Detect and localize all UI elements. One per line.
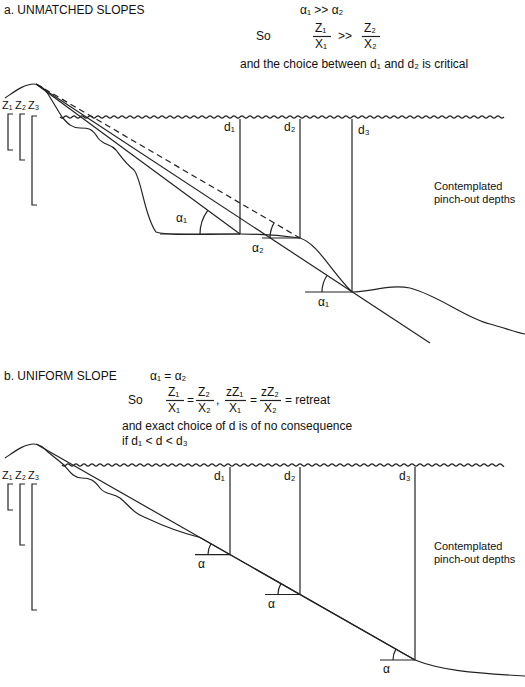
height-bracket [32, 484, 37, 610]
height-bracket [8, 114, 13, 150]
fraction-denominator: X₁ [168, 402, 180, 414]
note-text: if d₁ < d < d₃ [122, 435, 188, 447]
depth-line [414, 467, 415, 660]
depth-label: d₃ [358, 124, 370, 136]
depth-line [299, 467, 300, 595]
angle-arc [393, 649, 396, 660]
fraction-bar [196, 400, 214, 401]
fraction-numerator: Z₂ [198, 386, 210, 398]
fraction-numerator: zZ₂ [261, 386, 279, 398]
fraction-bar [260, 400, 281, 401]
height-label: Z₃ [28, 100, 39, 111]
note-text: So [128, 394, 143, 406]
angle-arc [208, 544, 211, 555]
slope-line [36, 84, 240, 234]
note-text: and the choice between d₁ and d₂ is crit… [240, 58, 468, 70]
fraction-numerator: Z₁ [315, 22, 326, 34]
relation-symbol: = retreat [285, 394, 330, 406]
fraction-bar [362, 36, 380, 37]
height-label: Z₁ [2, 100, 12, 111]
bottom-profile [5, 444, 525, 676]
fraction-bar [166, 400, 184, 401]
angle-arc [270, 223, 274, 238]
depth-line [351, 119, 352, 292]
slope-line [36, 84, 430, 343]
depth-label: d₁ [214, 470, 225, 482]
depth-label: d₃ [399, 470, 411, 482]
fraction-numerator: Z₂ [364, 22, 376, 34]
depth-label: d₂ [284, 470, 295, 482]
fraction-denominator: X₂ [264, 402, 277, 414]
reference-line [305, 291, 352, 292]
relation-symbol: >> [338, 30, 352, 42]
height-bracket [20, 484, 25, 545]
angle-label: α [268, 598, 275, 610]
fraction-bar [313, 36, 331, 37]
height-label: Z₁ [2, 470, 12, 481]
water-surface [60, 116, 504, 118]
note-text: Contemplated pinch-out depths [434, 540, 520, 565]
height-label: Z₂ [15, 100, 26, 111]
angle-label: α₁ [176, 212, 187, 224]
bottom-profile [5, 84, 525, 334]
fraction-denominator: X₂ [364, 38, 377, 50]
slope-line [36, 84, 300, 238]
height-bracket [8, 484, 13, 510]
panel-heading: a. UNMATCHED SLOPES [4, 4, 144, 16]
note-text: So [256, 30, 271, 42]
angle-arc [200, 210, 208, 234]
relation-symbol: , [216, 394, 219, 406]
fraction-numerator: Z₁ [168, 386, 179, 398]
fraction-denominator: X₂ [198, 402, 211, 414]
slope-relation: α₁ = α₂ [150, 370, 186, 382]
angle-arc [278, 584, 281, 595]
height-bracket [20, 114, 25, 160]
reference-line [265, 594, 300, 595]
angle-arc [322, 276, 327, 293]
depth-line [299, 119, 300, 238]
fraction-denominator: X₁ [315, 38, 327, 50]
height-label: Z₂ [15, 470, 26, 481]
depth-label: d₂ [284, 121, 295, 133]
reference-line [195, 554, 230, 555]
water-surface [62, 464, 504, 467]
angle-label: α [198, 558, 205, 570]
panel-heading: b. UNIFORM SLOPE [4, 370, 117, 382]
angle-label: α₁ [318, 296, 329, 308]
relation-symbol: = [187, 394, 194, 406]
depth-line [229, 467, 230, 555]
fraction-denominator: X₁ [229, 402, 241, 414]
relation-symbol: = [250, 394, 257, 406]
slope-relation: α₁ >> α₂ [300, 4, 343, 16]
angle-label: α₂ [252, 242, 264, 254]
reference-line [380, 659, 415, 660]
reference-line [262, 237, 300, 238]
height-label: Z₃ [28, 470, 39, 481]
note-text: Contemplated pinch-out depths [434, 180, 520, 205]
fraction-bar [225, 400, 246, 401]
slope-line [36, 444, 415, 660]
depth-label: d₁ [224, 121, 235, 133]
fraction-numerator: zZ₁ [226, 386, 243, 398]
angle-label: α [383, 663, 390, 675]
depth-line [239, 119, 240, 234]
note-text: and exact choice of d is of no consequen… [122, 420, 352, 432]
height-bracket [32, 116, 37, 205]
